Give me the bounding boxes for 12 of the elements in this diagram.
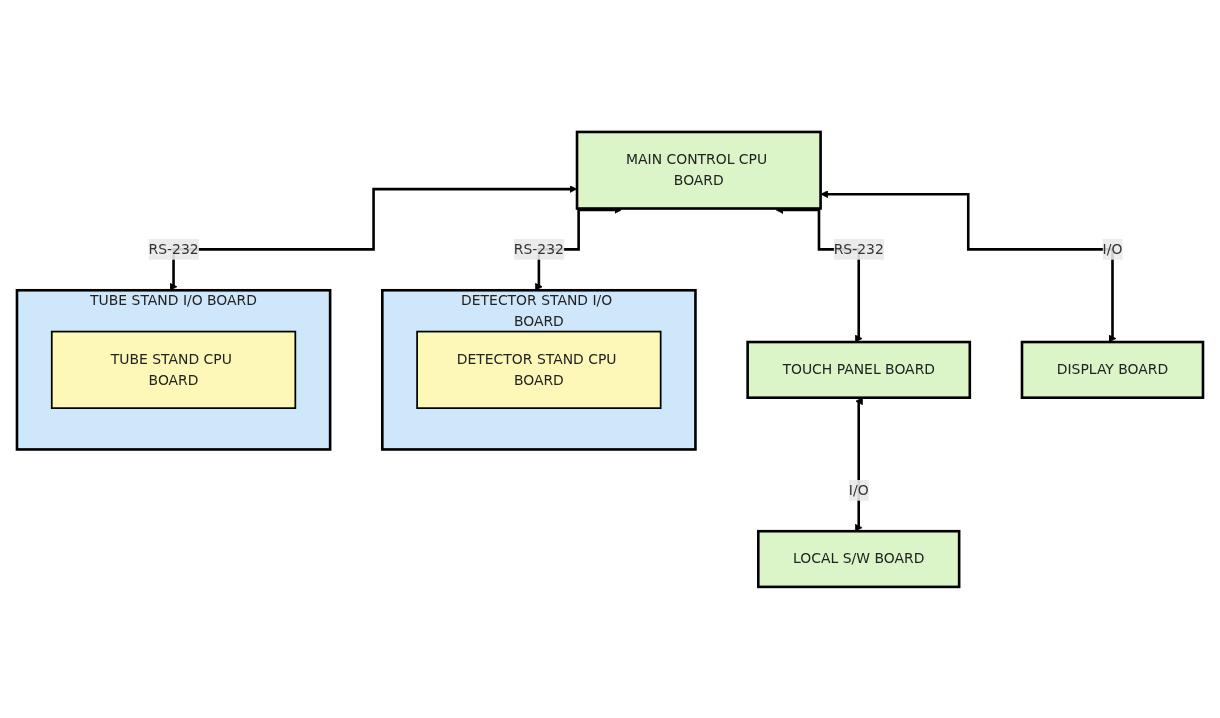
edge-label: RS-232 (833, 240, 884, 257)
node-box: TOUCH PANEL BOARD (746, 340, 972, 399)
edge-label: RS-232 (513, 240, 564, 257)
node-box: MAIN CONTROL CPU BOARD (575, 130, 822, 210)
node-box: TUBE STAND CPU BOARD (50, 330, 297, 409)
node-box: DISPLAY BOARD (1020, 340, 1205, 399)
arrow (820, 189, 1117, 342)
node-box: DETECTOR STAND CPU BOARD (416, 330, 662, 409)
node-box: LOCAL S/W BOARD (757, 529, 961, 588)
edge-label: I/O (1102, 240, 1123, 257)
edge-label: RS-232 (148, 240, 199, 257)
edge-label: I/O (848, 481, 869, 498)
